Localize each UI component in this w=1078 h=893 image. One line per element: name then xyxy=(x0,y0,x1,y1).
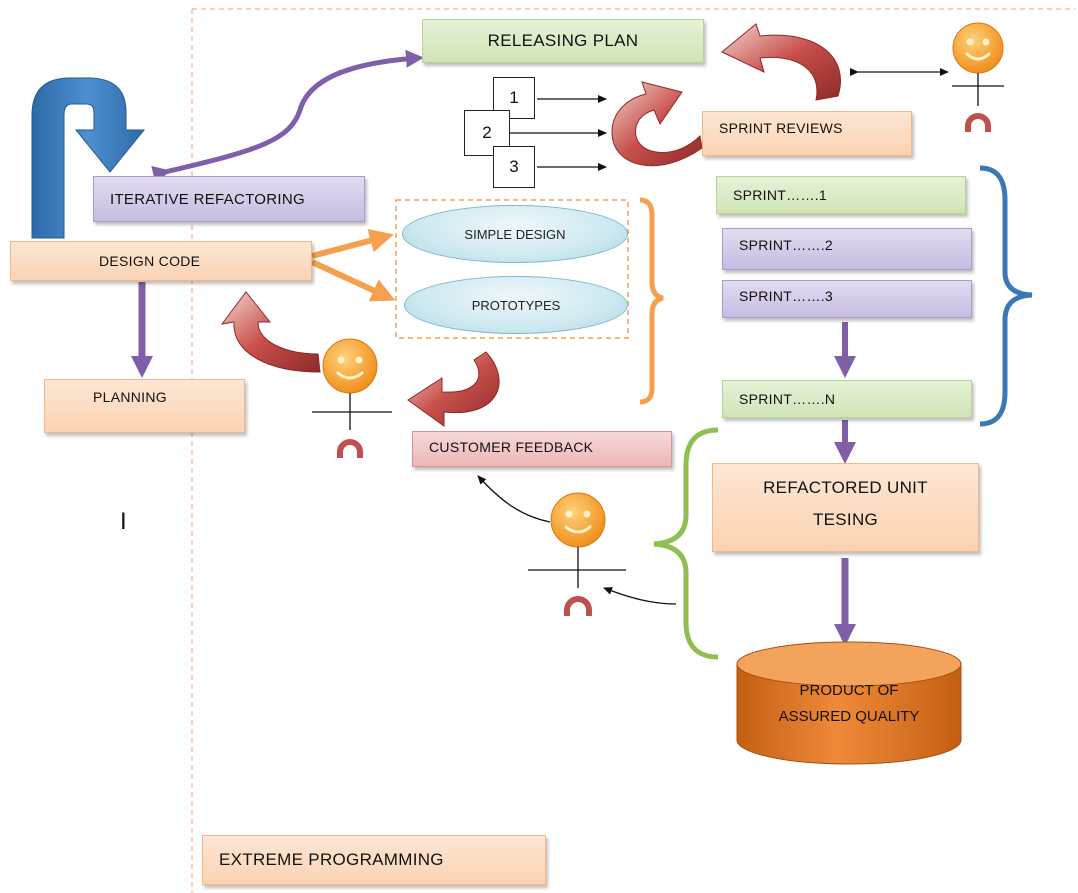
extreme-programming-label: EXTREME PROGRAMMING xyxy=(219,850,444,869)
customer-feedback-box: CUSTOMER FEEDBACK xyxy=(412,431,672,467)
release-number: 2 xyxy=(482,123,492,142)
product-label-line1: PRODUCT OF xyxy=(799,682,899,699)
stray-text-mark: I xyxy=(120,508,127,535)
sprint-3-box: SPRINT…….3 xyxy=(722,280,972,318)
curved-arrow-icon xyxy=(407,351,500,427)
product-label: PRODUCT OF ASSURED QUALITY xyxy=(737,678,961,730)
planning-label: PLANNING xyxy=(93,389,167,405)
u-turn-arrow-icon xyxy=(31,77,146,239)
feedback-arrow xyxy=(477,475,551,523)
smiley-person-icon xyxy=(952,22,1004,132)
testing-customer-arrow xyxy=(603,587,677,605)
sprint-label: SPRINT…….3 xyxy=(739,288,834,304)
release-number: 3 xyxy=(509,157,519,176)
arrow-to-prototypes xyxy=(310,259,396,302)
release-box-3: 3 xyxy=(493,146,535,188)
releasing-plan-label: RELEASING PLAN xyxy=(487,31,639,50)
prototypes-label: PROTOTYPES xyxy=(471,297,561,313)
design-code-box: DESIGN CODE xyxy=(10,241,312,281)
curved-arrow-icon xyxy=(220,291,321,373)
smiley-person-icon xyxy=(528,492,626,616)
prototypes-ellipse: PROTOTYPES xyxy=(404,276,628,334)
refactored-unit-testing-line1: REFACTORED UNIT xyxy=(763,477,928,497)
sprint-label: SPRINT…….N xyxy=(739,391,836,407)
design-options-group xyxy=(395,199,629,339)
curved-arrow-icon xyxy=(611,81,703,167)
customer-feedback-label: CUSTOMER FEEDBACK xyxy=(429,439,594,455)
sprint-label: SPRINT…….2 xyxy=(739,237,834,253)
extreme-programming-box: EXTREME PROGRAMMING xyxy=(202,835,546,885)
curved-arrow-icon xyxy=(721,23,841,101)
releasing-plan-box: RELEASING PLAN xyxy=(422,19,704,63)
iterative-refactoring-label: ITERATIVE REFACTORING xyxy=(110,190,305,208)
iterative-refactoring-box: ITERATIVE REFACTORING xyxy=(93,176,365,222)
sprint-reviews-box: SPRINT REVIEWS xyxy=(702,111,912,156)
refactored-unit-testing-box: REFACTORED UNIT TESING xyxy=(712,463,979,552)
orange-brace xyxy=(639,197,664,405)
simple-design-ellipse: SIMPLE DESIGN xyxy=(402,205,628,263)
planning-box: PLANNING xyxy=(44,379,245,433)
design-code-label: DESIGN CODE xyxy=(99,253,201,269)
sprint-n-box: SPRINT…….N xyxy=(722,380,972,418)
sprint-1-box: SPRINT…….1 xyxy=(716,176,966,214)
arrow-to-simple-design xyxy=(311,228,394,259)
green-brace xyxy=(653,427,719,660)
product-label-line2: ASSURED QUALITY xyxy=(778,708,920,725)
arrow-refactoring-to-release xyxy=(151,49,424,184)
sprint-reviews-label: SPRINT REVIEWS xyxy=(719,119,843,136)
sprint-label: SPRINT…….1 xyxy=(733,187,828,203)
simple-design-label: SIMPLE DESIGN xyxy=(464,226,566,242)
refactored-unit-testing-line2: TESING xyxy=(812,509,879,529)
smiley-person-icon xyxy=(312,338,392,458)
sprint-2-box: SPRINT…….2 xyxy=(722,228,972,270)
product-cylinder xyxy=(736,641,962,765)
release-number: 1 xyxy=(509,88,519,107)
blue-brace xyxy=(979,165,1033,427)
